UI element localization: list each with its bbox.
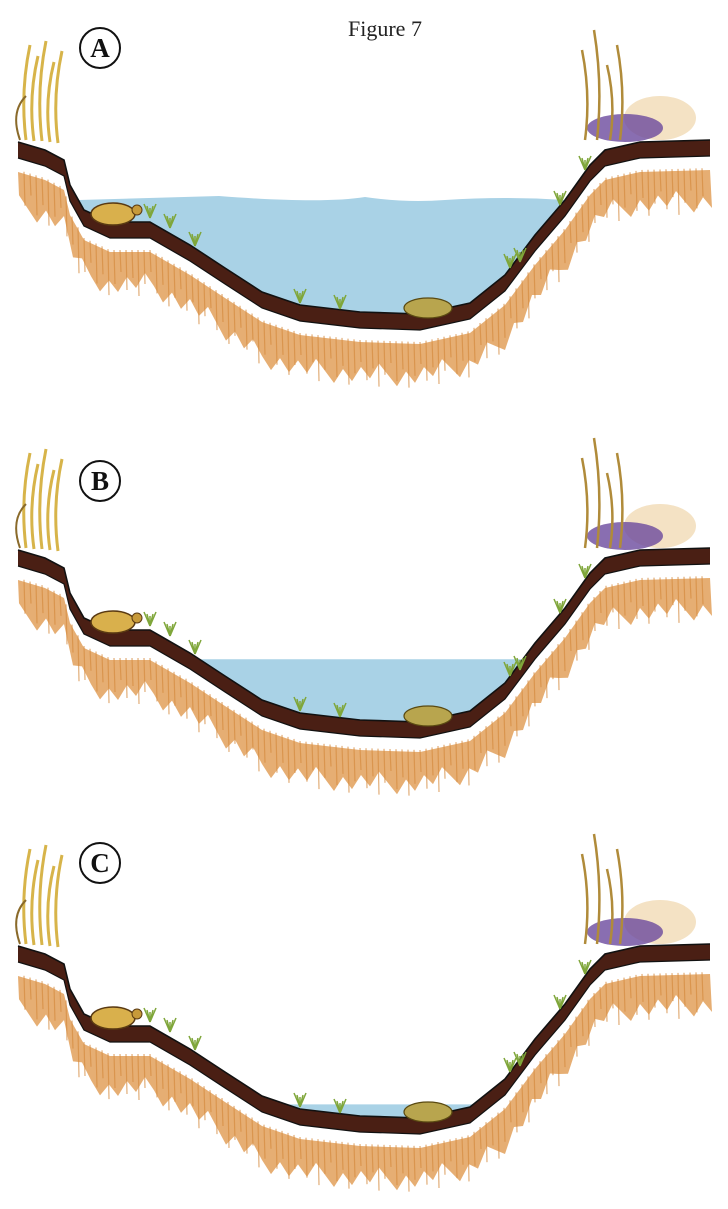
grass-tuft — [144, 612, 156, 626]
shrub-icon — [582, 834, 696, 946]
pond-panel-c: C — [0, 804, 728, 1199]
rock-icon — [404, 298, 452, 318]
shrub-icon — [582, 30, 696, 142]
panel-label-b: B — [79, 460, 121, 502]
panel-label-a: A — [79, 27, 121, 69]
pond-panel-b: B — [0, 408, 728, 803]
grass-tuft — [189, 1036, 201, 1050]
pond-panel-a: A — [0, 0, 728, 395]
reed-plant-icon — [16, 41, 62, 143]
reed-plant-icon — [16, 845, 62, 947]
rock-icon — [404, 1102, 452, 1122]
grass-tuft — [189, 640, 201, 654]
shrub-icon — [582, 438, 696, 550]
grass-tuft — [164, 1018, 176, 1032]
subsoil-layer — [18, 974, 712, 1190]
grass-tuft — [144, 1008, 156, 1022]
panel-label-c: C — [79, 842, 121, 884]
grass-tuft — [164, 622, 176, 636]
reed-plant-icon — [16, 449, 62, 551]
rock-icon — [404, 706, 452, 726]
